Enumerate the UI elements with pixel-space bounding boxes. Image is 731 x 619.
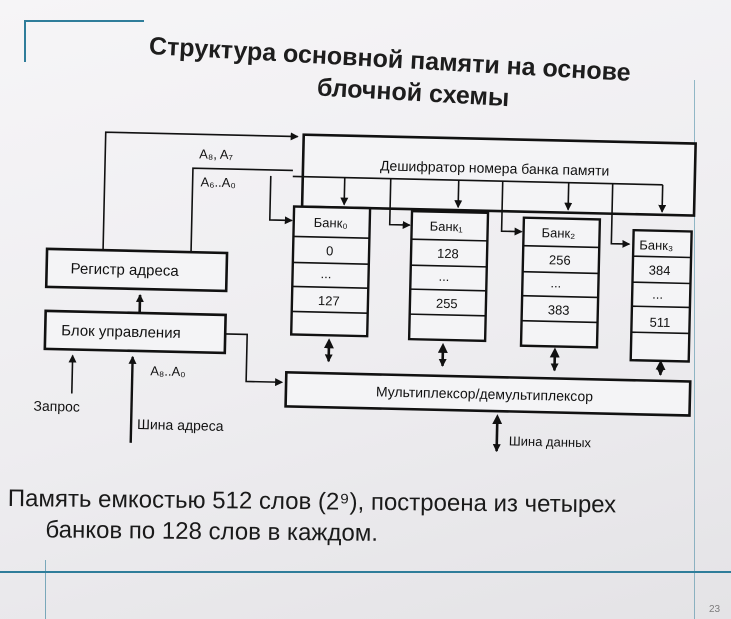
- bank-0-dots: ...: [320, 266, 331, 281]
- bank1-select-wire: [454, 180, 463, 209]
- caption-line-1: Память емкостью 512 слов (2⁹), построена…: [7, 484, 617, 519]
- addr-lo-label: A₆..A₀: [200, 174, 236, 190]
- rail-left-line: [24, 20, 26, 62]
- address-bus-label: Шина адреса: [137, 416, 224, 434]
- mux-box: [284, 371, 692, 417]
- bank-2: Банк₂ 256 ... 383: [519, 216, 602, 349]
- bank-3-dots: ...: [652, 287, 663, 302]
- hi-address-wire: [102, 131, 299, 260]
- request-label: Запрос: [33, 398, 80, 415]
- request-arrow: [68, 354, 77, 394]
- bank-1-first: 128: [437, 246, 459, 261]
- rail-top-line: [24, 20, 144, 22]
- address-register-label: Регистр адреса: [70, 260, 179, 279]
- bank-0: Банк₀ 0 ... 127: [289, 205, 372, 338]
- control-to-mux-wire: [225, 333, 284, 387]
- control-unit-label: Блок управления: [61, 322, 181, 342]
- bank-0-name: Банк₀: [314, 215, 348, 231]
- lo-address-bus: [292, 175, 663, 186]
- address-bus-arrow: [128, 355, 137, 443]
- bank-3-first: 384: [649, 263, 671, 278]
- page-number: 23: [709, 604, 721, 615]
- bank-2-last: 383: [548, 302, 570, 317]
- rail-left-vertical: [45, 560, 46, 619]
- bank2-select-wire: [564, 182, 573, 211]
- data-bus-label: Шина данных: [509, 433, 592, 450]
- bank-1: Банк₁ 128 ... 255: [407, 209, 490, 343]
- mux-label: Мультиплексор/демультиплексор: [376, 383, 594, 404]
- bank-1-last: 255: [436, 296, 458, 311]
- bank-3-name: Банк₃: [639, 237, 673, 253]
- bank1-address-wire: [388, 178, 411, 229]
- bank-1-name: Банк₁: [430, 219, 464, 235]
- rail-bottom-line: [0, 571, 731, 573]
- decoder-box: [300, 133, 697, 217]
- bank-2-name: Банк₂: [541, 225, 575, 241]
- bank-3: Банк₃ 384 ... 511: [629, 228, 693, 363]
- bank-2-dots: ...: [550, 275, 561, 290]
- decoder-label: Дешифратор номера банка памяти: [380, 157, 610, 178]
- bank-3-last: 511: [649, 315, 670, 330]
- lo-address-wire: [190, 167, 293, 262]
- addr-bus-width-label: A₈..A₀: [150, 363, 186, 379]
- addr-hi-label: A₈, A₇: [199, 146, 234, 162]
- address-register-box: [44, 247, 229, 293]
- bank3-address-wire: [610, 183, 631, 248]
- bank2-address-wire: [500, 181, 523, 236]
- bank-2-first: 256: [549, 252, 571, 267]
- slide-caption: Память емкостью 512 слов (2⁹), построена…: [7, 483, 708, 552]
- data-bus-arrow: [492, 414, 503, 453]
- bank3-select-wire: [658, 184, 667, 213]
- bank-0-first: 0: [326, 243, 334, 258]
- bank-1-dots: ...: [438, 269, 449, 284]
- bank0-select-wire: [340, 177, 349, 206]
- bank0-address-wire: [268, 175, 293, 225]
- bank-0-last: 127: [318, 293, 340, 308]
- rail-right-line: [694, 80, 695, 619]
